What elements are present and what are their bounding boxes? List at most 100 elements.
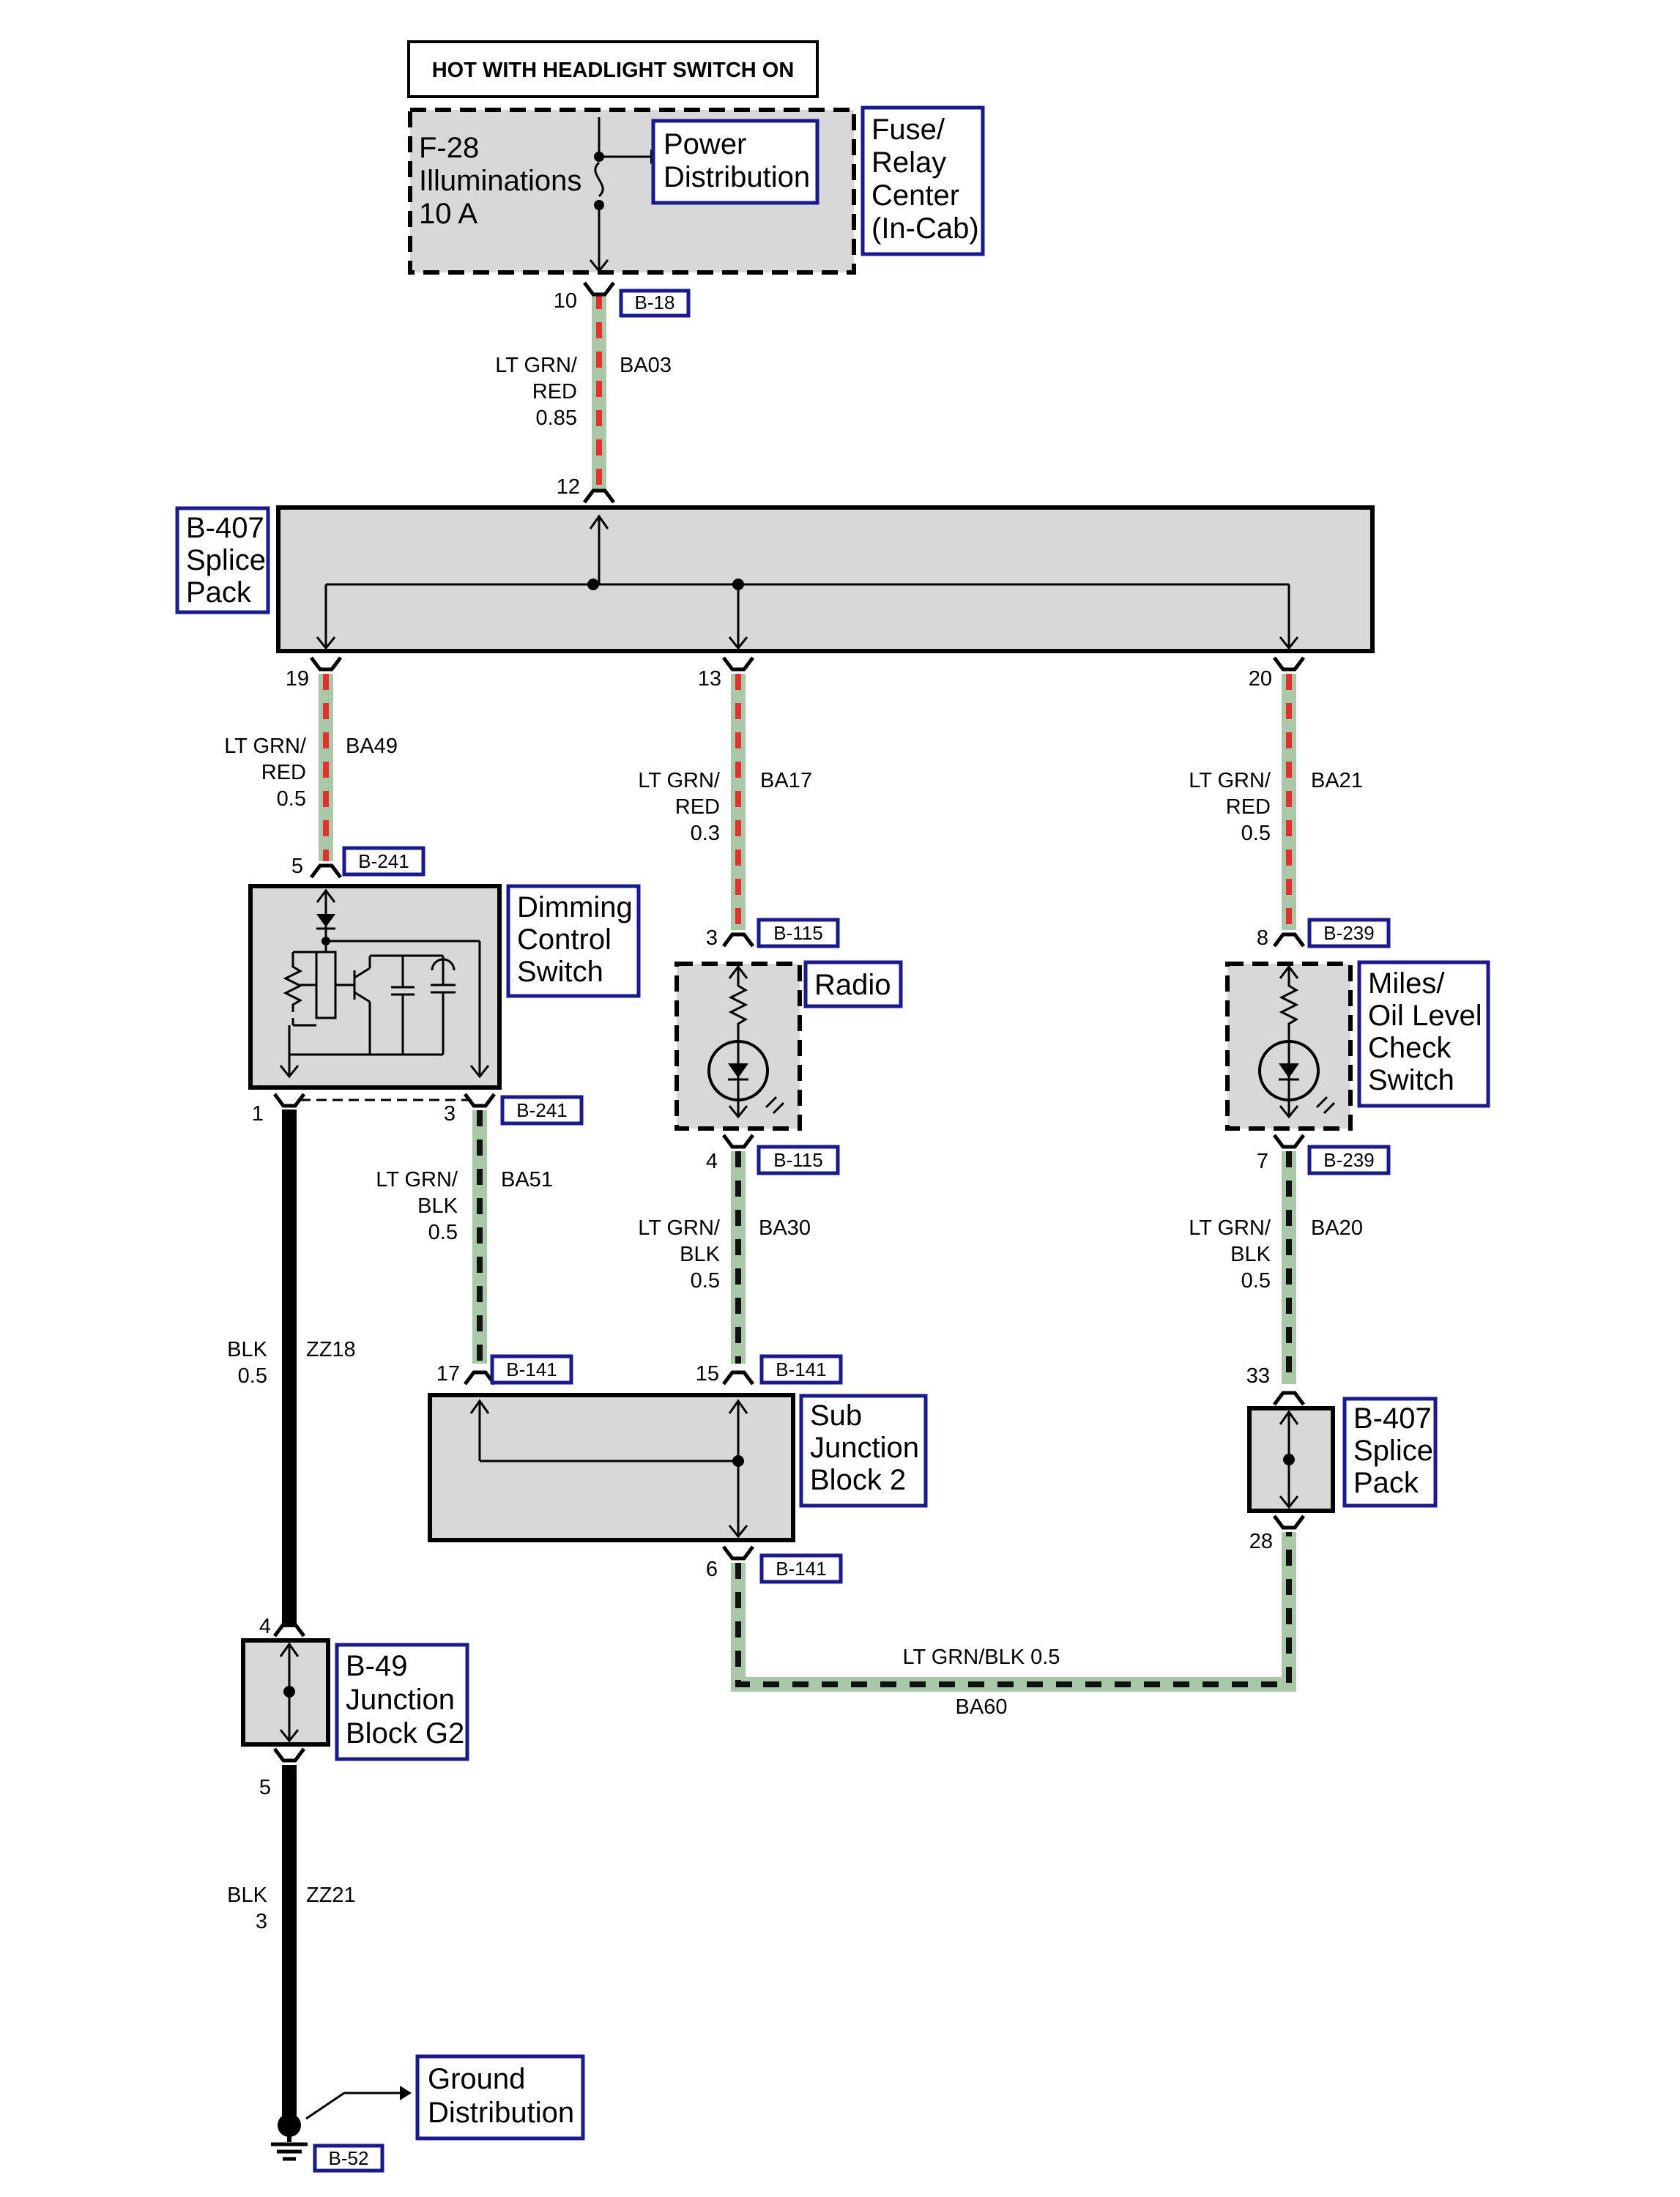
svg-text:BA17: BA17 <box>760 769 812 792</box>
fuse-name: F-28 <box>419 132 479 164</box>
svg-text:13: 13 <box>698 667 721 691</box>
svg-text:Control: Control <box>517 923 612 956</box>
svg-text:5: 5 <box>259 1776 271 1799</box>
svg-text:12: 12 <box>557 475 580 499</box>
svg-text:Pack: Pack <box>1353 1467 1419 1499</box>
svg-text:LT GRN/BLK 0.5: LT GRN/BLK 0.5 <box>903 1646 1060 1669</box>
wire-ba51: LT GRN/ BLK 0.5 BA51 <box>376 1110 553 1364</box>
radio-label[interactable]: Radio <box>803 960 903 1008</box>
svg-text:BA49: BA49 <box>346 735 398 758</box>
splice-top-pins: 19 13 20 <box>286 656 1305 691</box>
svg-text:Junction: Junction <box>346 1684 455 1716</box>
svg-text:Radio: Radio <box>814 969 891 1001</box>
svg-text:Junction: Junction <box>810 1432 919 1464</box>
svg-text:0.5: 0.5 <box>691 1269 720 1293</box>
oil-level-switch-label[interactable]: Miles/ Oil Level Check Switch <box>1357 960 1490 1108</box>
svg-text:0.3: 0.3 <box>691 822 720 845</box>
svg-text:Relay: Relay <box>871 146 946 179</box>
svg-text:Dimming: Dimming <box>517 891 633 923</box>
dimming-control-switch: 5 B-241 <box>248 846 584 1126</box>
svg-text:Sub: Sub <box>810 1399 862 1432</box>
svg-text:BA51: BA51 <box>501 1168 553 1192</box>
connector-b115-bottom-label: B-115 <box>773 1149 822 1171</box>
svg-text:17: 17 <box>436 1362 460 1386</box>
svg-text:33: 33 <box>1246 1364 1270 1388</box>
lamp-icon <box>1258 964 1336 1119</box>
svg-text:Miles/: Miles/ <box>1368 967 1445 1000</box>
splice-pack-top-label[interactable]: B-407 Splice Pack <box>175 506 270 614</box>
svg-text:Block G2: Block G2 <box>346 1717 464 1750</box>
svg-text:1: 1 <box>252 1102 264 1126</box>
power-distribution-label[interactable]: Power Distribution <box>651 119 819 205</box>
sub-junction-block: 17 B-141 15 B-141 6 B-141 <box>428 1354 843 1584</box>
splice-pack-top: 12 <box>276 475 1375 653</box>
svg-text:BLK: BLK <box>417 1194 458 1218</box>
svg-text:0.5: 0.5 <box>238 1364 267 1388</box>
svg-text:BA30: BA30 <box>759 1216 811 1240</box>
fuse-relay-center-box: F-28 Illuminations 10 A <box>408 108 856 275</box>
header: HOT WITH HEADLIGHT SWITCH ON <box>407 40 819 98</box>
connector-b241-top-label: B-241 <box>358 850 409 872</box>
wire-ba21: LT GRN/ RED 0.5 BA21 <box>1189 674 1363 930</box>
connector-b241-bottom-label: B-241 <box>516 1099 567 1121</box>
svg-text:(In-Cab): (In-Cab) <box>871 212 979 245</box>
svg-text:ZZ21: ZZ21 <box>306 1884 356 1907</box>
svg-text:0.5: 0.5 <box>277 787 306 811</box>
svg-text:Ground: Ground <box>428 2063 525 2095</box>
svg-text:Center: Center <box>871 179 959 212</box>
connector-b18: 10 B-18 <box>554 281 691 318</box>
svg-text:8: 8 <box>1257 926 1268 950</box>
connector-b141-mid-label: B-141 <box>776 1358 826 1380</box>
svg-text:BLK: BLK <box>227 1338 267 1361</box>
svg-text:6: 6 <box>706 1558 718 1581</box>
ground-symbol-icon <box>271 2114 308 2161</box>
svg-text:Block 2: Block 2 <box>810 1464 906 1496</box>
sub-junction-block-label[interactable]: Sub Junction Block 2 <box>799 1394 928 1508</box>
svg-text:LT GRN/: LT GRN/ <box>376 1168 458 1192</box>
svg-text:B-407: B-407 <box>1353 1402 1432 1435</box>
wire-ba49: LT GRN/ RED 0.5 BA49 <box>224 674 398 861</box>
svg-text:Distribution: Distribution <box>428 2097 574 2129</box>
svg-text:RED: RED <box>1226 795 1271 819</box>
wire-ba17: LT GRN/ RED 0.3 BA17 <box>638 674 812 930</box>
oil-level-switch-component: 8 B-239 7 B-239 <box>1225 918 1391 1175</box>
fuse-relay-center-label[interactable]: Fuse/ Relay Center (In-Cab) <box>861 105 985 256</box>
svg-text:Switch: Switch <box>517 956 603 988</box>
connector-b141-left-label: B-141 <box>506 1358 557 1380</box>
svg-text:LT GRN/: LT GRN/ <box>495 354 578 377</box>
wire-zz21: BLK 3 ZZ21 <box>227 1765 356 2116</box>
svg-text:3: 3 <box>706 926 718 950</box>
header-title: HOT WITH HEADLIGHT SWITCH ON <box>432 59 795 82</box>
connector-b115-top-label: B-115 <box>773 922 822 944</box>
svg-text:Switch: Switch <box>1368 1064 1454 1096</box>
svg-text:B-49: B-49 <box>346 1650 408 1682</box>
svg-text:Splice: Splice <box>186 544 266 576</box>
svg-text:19: 19 <box>286 667 309 691</box>
junction-block-g2-label[interactable]: B-49 Junction Block G2 <box>335 1643 469 1761</box>
splice-pack-right-label[interactable]: B-407 Splice Pack <box>1342 1397 1438 1508</box>
connector-b239-bottom-label: B-239 <box>1323 1149 1374 1171</box>
svg-text:Fuse/: Fuse/ <box>871 114 945 146</box>
radio-component: 3 B-115 4 B-115 <box>674 918 840 1175</box>
svg-text:0.5: 0.5 <box>1241 822 1271 845</box>
svg-text:Distribution: Distribution <box>664 161 810 193</box>
svg-text:Pack: Pack <box>186 576 252 609</box>
lamp-icon <box>707 964 785 1119</box>
wire-ba30: LT GRN/ BLK 0.5 BA30 <box>638 1151 811 1364</box>
svg-text:Check: Check <box>1368 1032 1452 1064</box>
wire-zz18: BLK 0.5 ZZ18 <box>227 1109 356 1627</box>
svg-text:15: 15 <box>696 1362 719 1386</box>
splice-pack-right: 33 28 <box>1246 1364 1335 1553</box>
wire-ba60: LT GRN/BLK 0.5 BA60 <box>731 1532 1296 1719</box>
ground-distribution-label[interactable]: Ground Distribution <box>415 2054 585 2141</box>
svg-text:3: 3 <box>444 1102 456 1126</box>
svg-text:RED: RED <box>532 380 577 404</box>
svg-text:ZZ18: ZZ18 <box>306 1338 356 1361</box>
svg-text:20: 20 <box>1249 667 1272 691</box>
svg-text:BA20: BA20 <box>1311 1216 1363 1240</box>
svg-text:RED: RED <box>261 761 306 784</box>
svg-text:Splice: Splice <box>1353 1435 1433 1467</box>
dimming-control-switch-label[interactable]: Dimming Control Switch <box>506 884 641 998</box>
svg-text:28: 28 <box>1249 1530 1273 1553</box>
svg-text:BLK: BLK <box>1230 1243 1271 1266</box>
